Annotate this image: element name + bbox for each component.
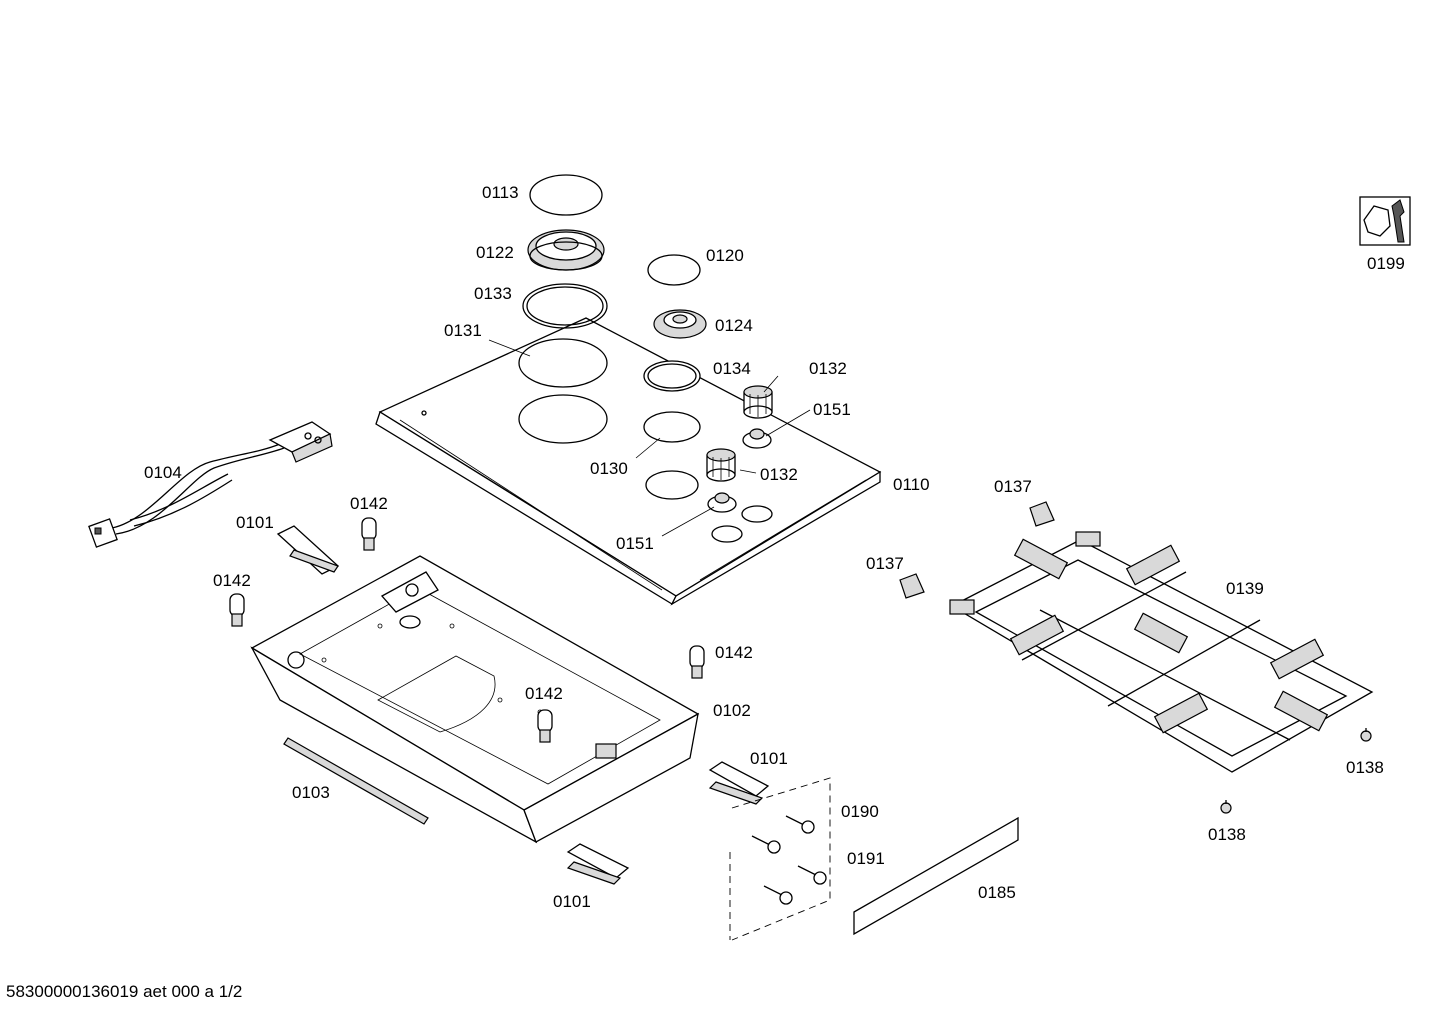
knob-bezel-1: [742, 428, 772, 449]
part-label-0199: 0199: [1367, 254, 1405, 273]
part-label-0139: 0139: [1226, 579, 1264, 598]
screw-3: [797, 865, 827, 885]
part-label-0151-top: 0151: [813, 400, 851, 419]
part-label-0142-2: 0142: [213, 571, 251, 590]
rubber-foot-2: [229, 593, 245, 627]
burner-cap-small: [647, 254, 701, 286]
part-label-0130: 0130: [590, 459, 628, 478]
drawing-reference-number: 58300000136019 aet 000 a 1/2: [6, 982, 243, 1001]
knob-bezel-2: [707, 492, 737, 513]
bracket-2: [708, 761, 770, 805]
part-label-0133: 0133: [474, 284, 512, 303]
part-label-0102: 0102: [713, 701, 751, 720]
pan-support-clip-2: [899, 573, 925, 599]
screw-4: [763, 885, 793, 905]
part-label-0134: 0134: [713, 359, 751, 378]
pan-support-grid: [949, 531, 1374, 773]
control-knob-1: [743, 385, 773, 419]
seal-strip: [283, 737, 429, 825]
part-label-0101-left: 0101: [236, 513, 274, 532]
part-label-0101-bottom: 0101: [553, 892, 591, 911]
seal-ring-large: [522, 283, 608, 329]
part-label-0132-bottom: 0132: [760, 465, 798, 484]
part-label-0137-top: 0137: [994, 477, 1032, 496]
screw-1: [785, 815, 815, 834]
power-cord: [88, 421, 333, 548]
part-label-0191: 0191: [847, 849, 885, 868]
part-label-0131: 0131: [444, 321, 482, 340]
part-label-0190: 0190: [841, 802, 879, 821]
bottom-tray: [250, 555, 700, 844]
wrench-icon: [1359, 196, 1411, 246]
label-strip: [853, 816, 1019, 936]
grid-foot-1: [1360, 728, 1372, 742]
pan-support-clip-1: [1029, 501, 1055, 527]
part-label-0104: 0104: [144, 463, 182, 482]
screw-2: [751, 835, 781, 854]
bracket-3: [566, 843, 630, 885]
grid-foot-2: [1220, 800, 1232, 814]
part-label-0110: 0110: [893, 475, 930, 494]
part-label-0132-top: 0132: [809, 359, 847, 378]
part-label-0122: 0122: [476, 243, 514, 262]
part-label-0151-bottom: 0151: [616, 534, 654, 553]
part-label-0142-3: 0142: [715, 643, 753, 662]
screw-group: [729, 777, 831, 941]
part-label-0138-right: 0138: [1346, 758, 1384, 777]
rubber-foot-3: [689, 645, 705, 679]
leader-lines: [488, 339, 811, 537]
part-label-0113: 0113: [482, 183, 519, 202]
cooktop-top-plate: [375, 317, 882, 606]
part-label-0124: 0124: [715, 316, 753, 335]
part-label-0142-4: 0142: [525, 684, 563, 703]
part-label-0137-left: 0137: [866, 554, 904, 573]
part-label-0103: 0103: [292, 783, 330, 802]
bracket-1: [276, 525, 340, 575]
rubber-foot-4: [537, 709, 553, 743]
part-label-0120: 0120: [706, 246, 744, 265]
part-label-0142-1: 0142: [350, 494, 388, 513]
part-label-0185: 0185: [978, 883, 1016, 902]
burner-cap-large: [529, 174, 603, 216]
control-knob-2: [706, 448, 736, 482]
burner-head-small: [653, 309, 707, 339]
rubber-foot-1: [361, 517, 377, 551]
burner-head-large: [527, 229, 605, 271]
part-label-0101-right: 0101: [750, 749, 788, 768]
part-label-0138-bottom: 0138: [1208, 825, 1246, 844]
